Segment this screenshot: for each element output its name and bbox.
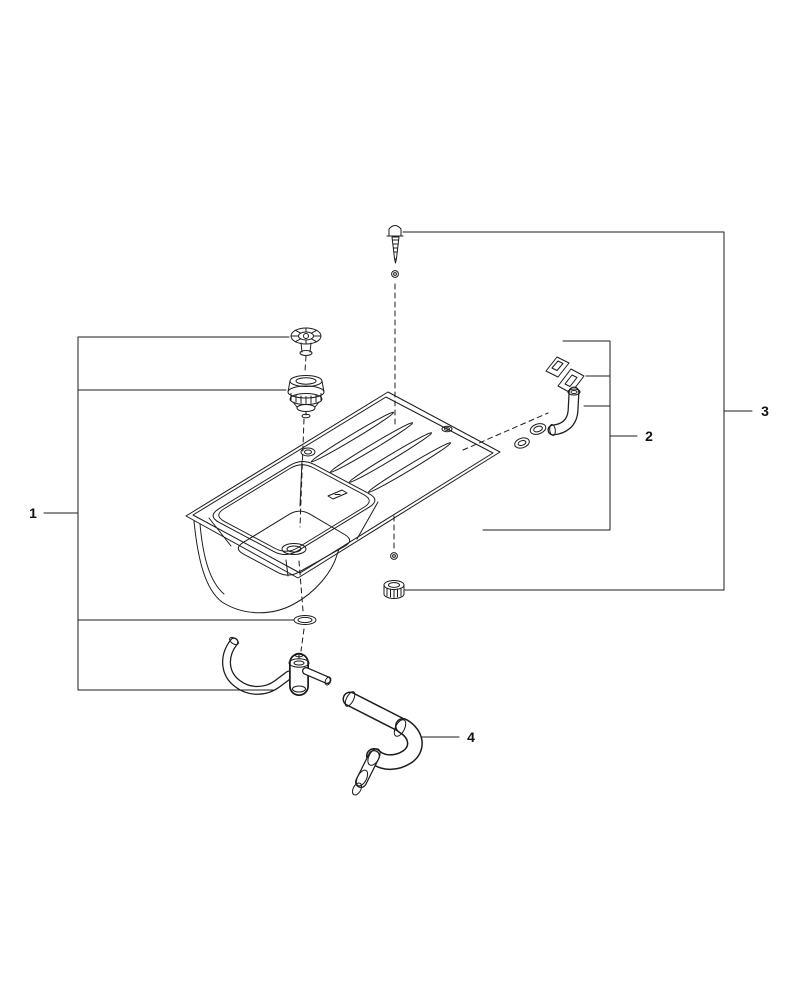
sink-top — [185, 391, 501, 614]
bowl-under-shell — [193, 520, 340, 614]
bowl-bottom — [237, 510, 351, 576]
strainer-axis-2 — [299, 418, 305, 528]
bowl-rim — [212, 460, 376, 556]
strainer-axis-1 — [304, 355, 307, 372]
callout-1-bracket — [43, 336, 295, 691]
overflow-kit — [514, 356, 585, 449]
callout-1-label: 1 — [29, 505, 37, 521]
callout-2-label: 2 — [645, 428, 653, 444]
bowl-rim-inner — [218, 464, 370, 552]
callout-2-bracket — [482, 340, 638, 531]
drainboard-hole — [441, 425, 453, 433]
screw-washer — [391, 270, 399, 278]
overflow-nut — [529, 423, 547, 435]
callout-3-label: 3 — [761, 403, 769, 419]
overflow-plate-1 — [545, 356, 570, 378]
strainer-basket — [287, 375, 325, 419]
drainboard-grooves — [310, 411, 452, 493]
seal-ring — [293, 615, 317, 625]
bowl-drain-hole — [281, 543, 307, 555]
callout-4-label: 4 — [467, 729, 475, 745]
grohe-logo-mark — [327, 489, 348, 500]
fixing-screw — [386, 225, 404, 264]
strainer-cap — [290, 327, 322, 356]
bottle-trap — [342, 691, 423, 796]
lower-washer — [390, 552, 398, 560]
overflow-plate-2 — [557, 368, 585, 394]
sink-outer-rim — [185, 391, 501, 579]
overflow-washer — [514, 437, 530, 449]
sink-inner-rim — [192, 396, 494, 574]
locknut — [383, 580, 405, 599]
overflow-elbow-top — [567, 388, 581, 396]
faucet-hole — [300, 447, 316, 457]
drain-hose-assembly — [222, 636, 332, 696]
strainer-axis-3 — [298, 560, 304, 612]
strainer-axis-4 — [300, 628, 305, 652]
assembly-axes — [298, 283, 549, 652]
callout-3-bracket — [402, 231, 753, 591]
overflow-axis — [462, 412, 549, 451]
